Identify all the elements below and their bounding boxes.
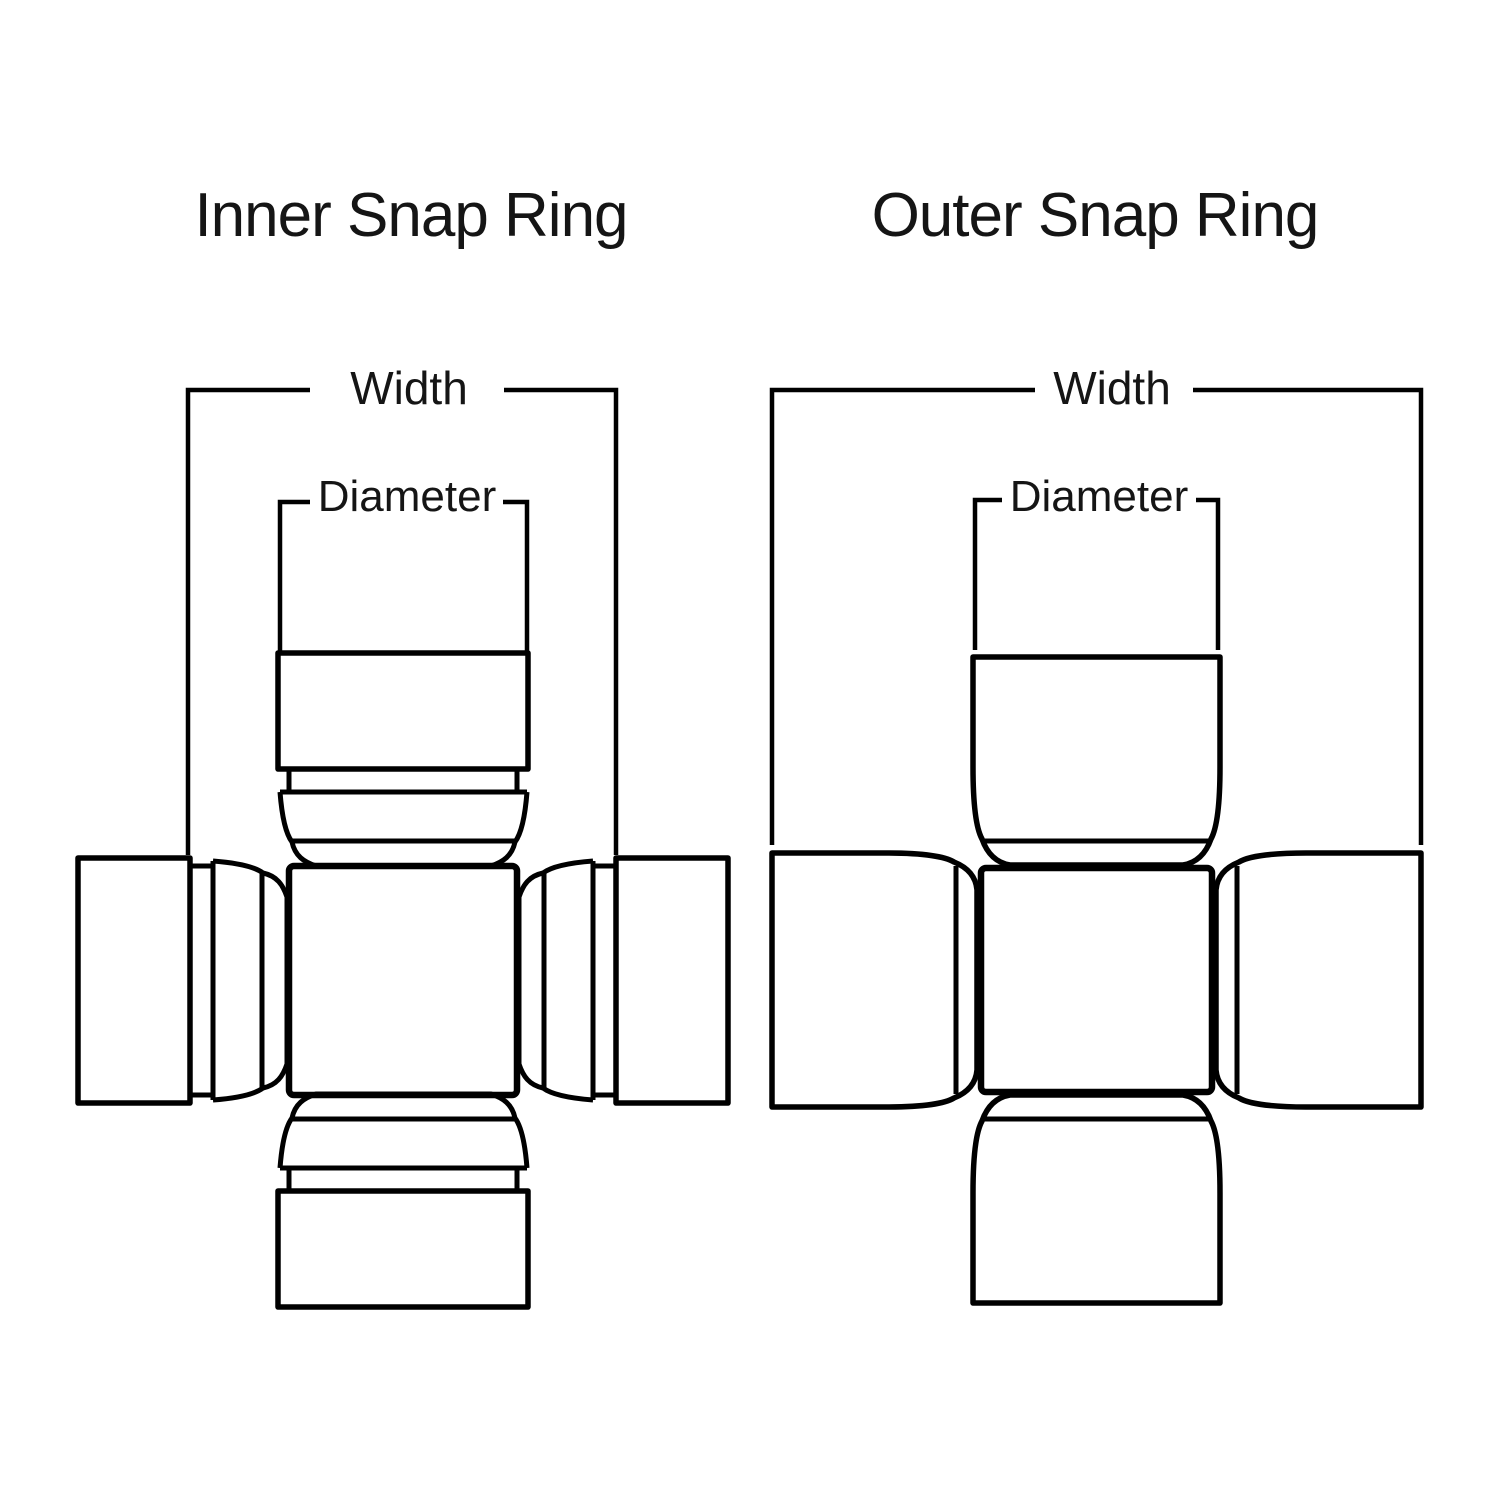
outer-snap-ring-drawing <box>769 387 1424 1306</box>
outer-width-bracket <box>769 387 1424 845</box>
inner-diameter-bracket <box>277 499 530 652</box>
inner-bottom-seal-skirt <box>277 1091 530 1169</box>
outer-top-bearing-cap <box>970 654 1223 868</box>
inner-cross-body <box>285 862 521 1099</box>
outer-left-bearing-cap <box>769 850 980 1110</box>
inner-diameter-label: Diameter <box>317 472 497 521</box>
inner-width-bracket <box>185 387 619 855</box>
outer-diagram-title: Outer Snap Ring <box>871 181 1320 250</box>
inner-diagram-title: Inner Snap Ring <box>194 181 628 250</box>
inner-left-snap-ring-groove <box>190 863 213 1098</box>
outer-bottom-bearing-cap <box>970 1092 1223 1306</box>
outer-cross-body <box>977 864 1216 1096</box>
inner-bottom-snap-ring-groove <box>286 1168 520 1191</box>
inner-top-seal-skirt <box>277 791 530 869</box>
inner-top-snap-ring-groove <box>286 769 520 792</box>
outer-diameter-bracket <box>972 497 1221 650</box>
inner-width-label: Width <box>350 362 468 414</box>
inner-left-bearing-cap <box>75 855 193 1106</box>
outer-width-label: Width <box>1053 362 1171 414</box>
inner-left-seal-skirt <box>212 858 290 1103</box>
inner-top-bearing-cap <box>275 650 531 772</box>
inner-right-snap-ring-groove <box>593 863 616 1098</box>
inner-snap-ring-drawing <box>75 387 731 1310</box>
inner-right-seal-skirt <box>516 858 594 1103</box>
inner-bottom-bearing-cap <box>275 1188 531 1310</box>
inner-right-bearing-cap <box>613 855 731 1106</box>
outer-diameter-label: Diameter <box>1009 472 1189 521</box>
outer-right-bearing-cap <box>1213 850 1424 1110</box>
